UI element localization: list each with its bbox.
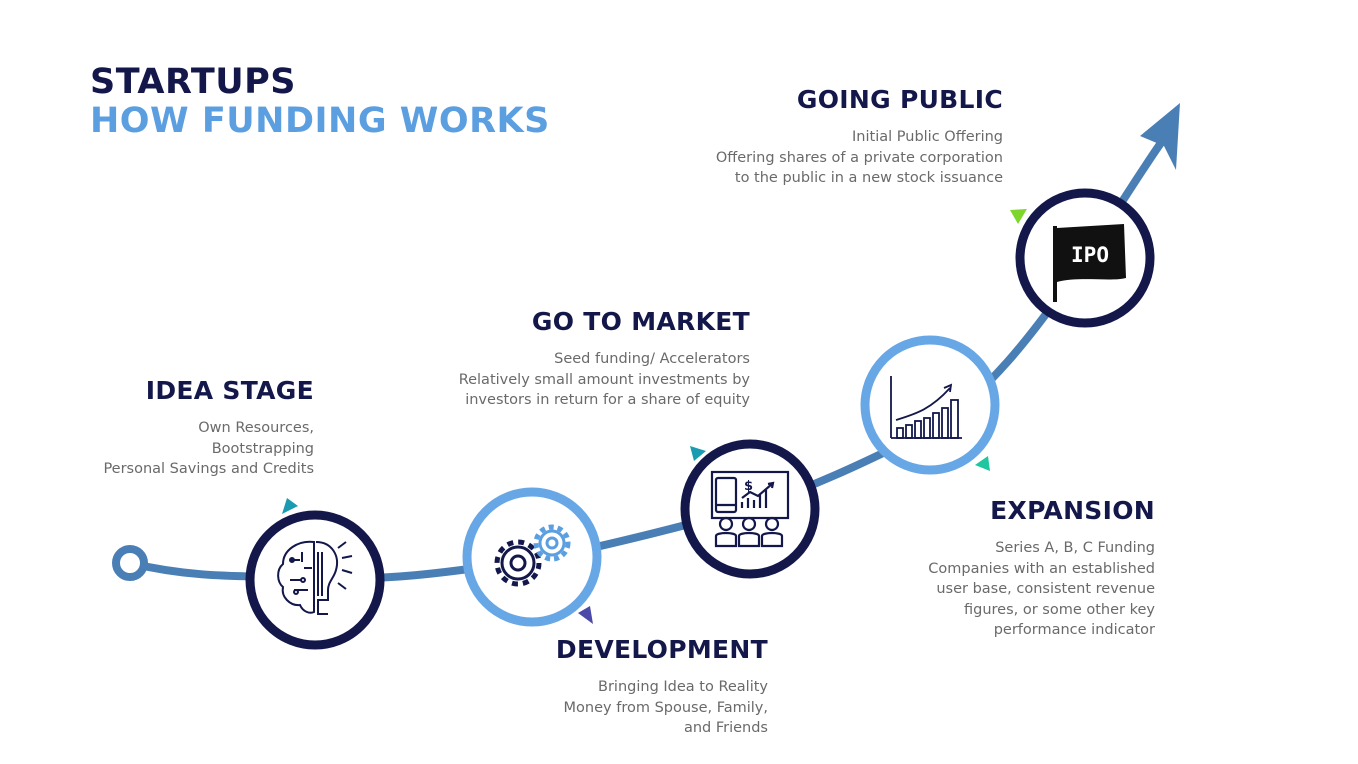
- going-public-stage-line: to the public in a new stock issuance: [734, 170, 1003, 186]
- title-startups: STARTUPS: [90, 62, 296, 102]
- title-how-funding-works: HOW FUNDING WORKS: [90, 101, 550, 141]
- idea-pointer-icon: [282, 498, 298, 514]
- development-stage-line: Bringing Idea to Reality: [598, 679, 768, 695]
- go-to-market-node: $: [680, 439, 820, 579]
- development-stage-line: Money from Spouse, Family,: [563, 699, 768, 716]
- development-stage-text: DEVELOPMENT Bringing Idea to Reality Mon…: [556, 635, 768, 739]
- expansion-stage-line: figures, or some other key: [963, 601, 1155, 618]
- go-to-market-stage-line: Seed funding/ Accelerators: [554, 351, 750, 367]
- go-to-market-pointer-icon: [690, 446, 706, 461]
- go-to-market-stage-description: Seed funding/ Accelerators Relatively sm…: [459, 349, 750, 411]
- development-stage-heading: DEVELOPMENT: [555, 635, 768, 664]
- idea-stage-heading: IDEA STAGE: [145, 376, 314, 405]
- expansion-node: [860, 335, 1000, 475]
- idea-stage-text: IDEA STAGE Own Resources, Bootstrapping …: [103, 376, 314, 480]
- ipo-label: IPO: [1071, 243, 1109, 267]
- dollar-sign-icon: $: [744, 479, 753, 494]
- arrowhead-icon: [1140, 103, 1180, 170]
- presentation-investors-icon: [710, 470, 790, 548]
- expansion-pointer-icon: [975, 456, 990, 471]
- development-stage-description: Bringing Idea to Reality Money from Spou…: [556, 677, 768, 739]
- expansion-stage-line: performance indicator: [993, 622, 1155, 638]
- go-to-market-stage-line: Relatively small amount investments by: [458, 371, 750, 388]
- going-public-pointer-icon: [1010, 209, 1027, 224]
- brain-lightbulb-icon: [277, 540, 353, 615]
- growth-chart-icon: [890, 376, 962, 439]
- going-public-stage-line: Initial Public Offering: [852, 129, 1003, 145]
- development-pointer-icon: [578, 606, 593, 624]
- idea-stage-line: Own Resources,: [198, 420, 314, 436]
- expansion-stage-line: Series A, B, C Funding: [995, 540, 1155, 556]
- ipo-flag-icon: [1053, 224, 1126, 302]
- development-stage-line: and Friends: [683, 720, 768, 736]
- idea-stage-description: Own Resources, Bootstrapping Personal Sa…: [103, 418, 314, 480]
- going-public-stage-line: Offering shares of a private corporation: [715, 149, 1003, 166]
- go-to-market-stage-line: investors in return for a share of equit…: [465, 392, 750, 408]
- go-to-market-stage-heading: GO TO MARKET: [531, 307, 750, 336]
- development-node: [462, 487, 602, 627]
- idea-stage-line: Bootstrapping: [211, 440, 314, 457]
- go-to-market-stage-text: GO TO MARKET Seed funding/ Accelerators …: [459, 307, 750, 411]
- gears-icon: [494, 524, 571, 587]
- start-node: [112, 545, 148, 581]
- idea-node: [245, 510, 385, 650]
- expansion-stage-heading: EXPANSION: [990, 496, 1155, 525]
- going-public-stage-text: GOING PUBLIC Initial Public Offering Off…: [716, 85, 1003, 189]
- expansion-stage-text: EXPANSION Series A, B, C Funding Compani…: [928, 496, 1155, 641]
- going-public-stage-heading: GOING PUBLIC: [796, 85, 1003, 114]
- idea-stage-line: Personal Savings and Credits: [103, 461, 314, 477]
- going-public-stage-description: Initial Public Offering Offering shares …: [716, 127, 1003, 189]
- expansion-stage-line: Companies with an established: [928, 560, 1155, 577]
- going-public-node: IPO: [1015, 188, 1155, 328]
- expansion-stage-line: user base, consistent revenue: [936, 581, 1155, 597]
- expansion-stage-description: Series A, B, C Funding Companies with an…: [928, 538, 1155, 641]
